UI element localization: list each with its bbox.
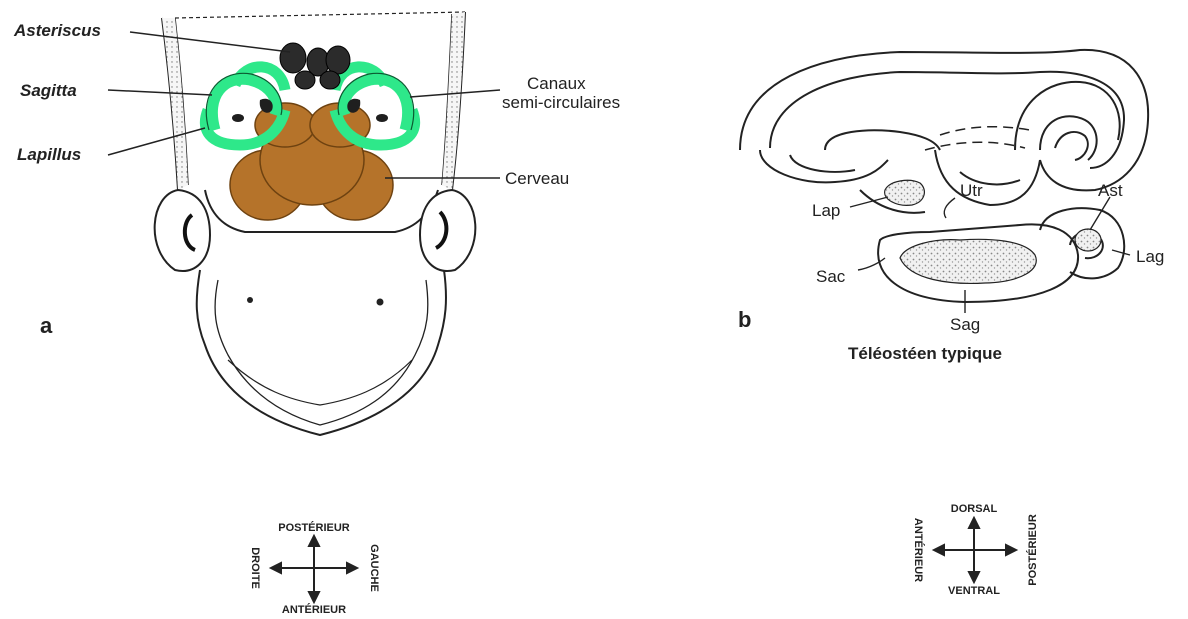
compass-b: DORSAL VENTRAL ANTÉRIEUR POSTÉRIEUR (912, 503, 1039, 597)
right-nostril (377, 299, 384, 306)
panel-a: Asteriscus Sagitta Lapillus Canaux semi-… (13, 12, 620, 616)
panel-b: Lap Utr Ast Lag Sac Sag b Téléostéen typ… (738, 50, 1164, 597)
asteriscus-otolith-b (1075, 229, 1101, 251)
sagitta-otolith-b (900, 239, 1036, 283)
right-lapillus-otolith (376, 114, 388, 122)
compass-b-bottom: VENTRAL (948, 585, 1000, 597)
right-eye (420, 190, 475, 271)
left-skull-wall (162, 18, 188, 190)
left-nostril (247, 297, 253, 303)
label-utr: Utr (960, 181, 983, 200)
compass-a: POSTÉRIEUR ANTÉRIEUR DROITE GAUCHE (249, 521, 380, 616)
compass-b-right: POSTÉRIEUR (1026, 514, 1039, 586)
label-lapillus: Lapillus (17, 145, 81, 164)
panel-a-letter: a (40, 313, 53, 338)
left-eye (155, 190, 210, 271)
compass-a-left: DROITE (249, 547, 261, 589)
compass-b-left: ANTÉRIEUR (912, 518, 925, 582)
compass-a-top: POSTÉRIEUR (278, 521, 350, 534)
label-ast: Ast (1098, 181, 1123, 200)
label-semi-circulaires: semi-circulaires (502, 93, 620, 112)
label-lag: Lag (1136, 247, 1164, 266)
left-lapillus-otolith (232, 114, 244, 122)
asteriscus-otoliths (280, 43, 350, 89)
label-asteriscus: Asteriscus (13, 21, 101, 40)
compass-b-top: DORSAL (951, 503, 998, 515)
right-skull-wall (442, 12, 465, 190)
compass-a-right: GAUCHE (368, 544, 380, 592)
brain (230, 103, 393, 220)
compass-a-bottom: ANTÉRIEUR (282, 603, 346, 616)
label-sac: Sac (816, 267, 846, 286)
label-lap: Lap (812, 201, 840, 220)
panel-b-letter: b (738, 307, 751, 332)
panel-b-caption: Téléostéen typique (848, 344, 1002, 363)
lapillus-otolith-b (885, 180, 925, 205)
label-sag: Sag (950, 315, 980, 334)
label-cerveau: Cerveau (505, 169, 569, 188)
label-canaux: Canaux (527, 74, 586, 93)
label-sagitta: Sagitta (20, 81, 77, 100)
